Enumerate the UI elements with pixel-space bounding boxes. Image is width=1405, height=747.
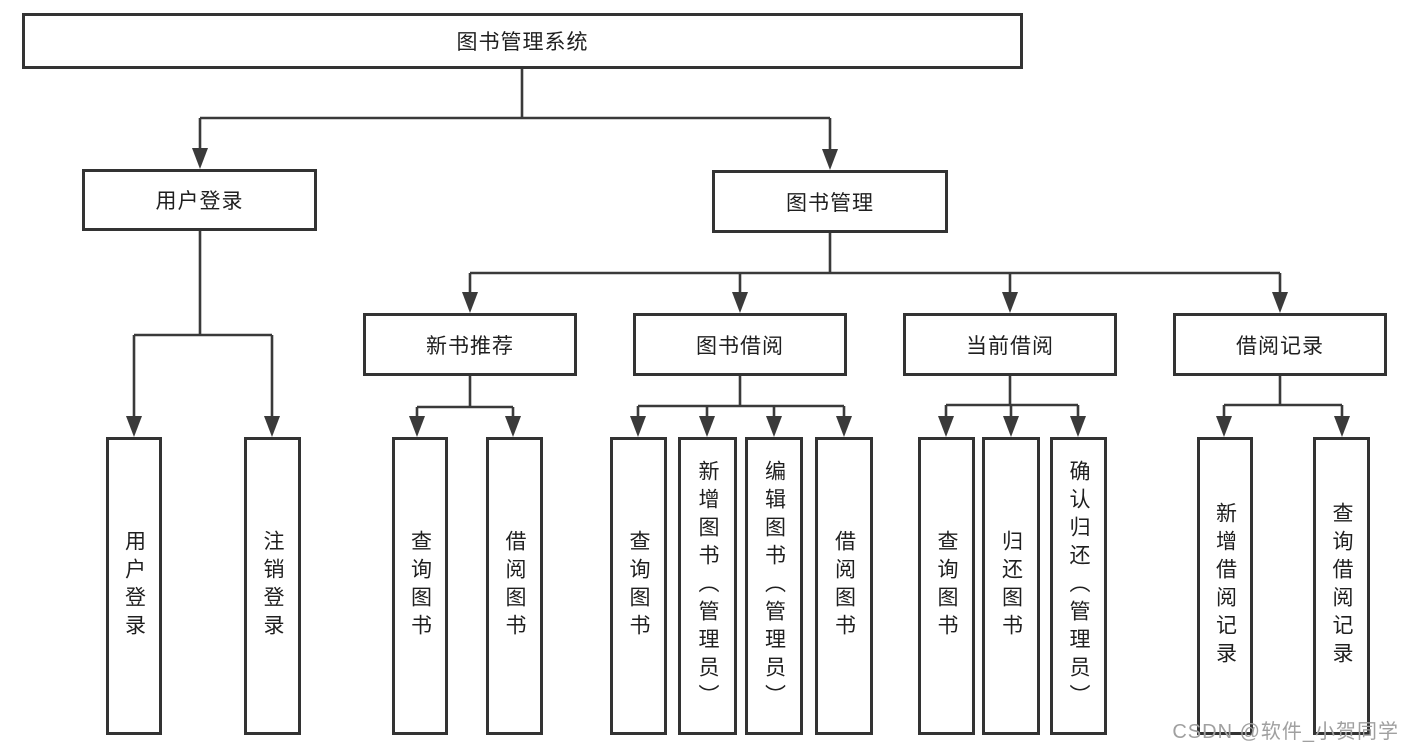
node-root-label: 图书管理系统 — [456, 31, 589, 54]
node-leaf-confirm-return-admin-label: 确认归还（管理员） — [1067, 460, 1090, 712]
node-leaf-edit-books-admin-label: 编辑图书（管理员） — [762, 460, 786, 712]
node-user-login-label: 用户登录 — [155, 190, 244, 213]
node-leaf-query-books-current: 查询图书 — [918, 437, 975, 735]
node-leaf-query-books-recommend: 查询图书 — [392, 437, 448, 735]
node-leaf-query-books-recommend-label: 查询图书 — [408, 530, 432, 642]
node-leaf-confirm-return-admin: 确认归还（管理员） — [1050, 437, 1107, 735]
node-leaf-borrow-books: 借阅图书 — [815, 437, 873, 735]
node-current-borrow: 当前借阅 — [903, 313, 1117, 376]
node-leaf-return-books: 归还图书 — [982, 437, 1040, 735]
node-leaf-add-books-admin: 新增图书（管理员） — [678, 437, 737, 735]
node-leaf-user-login-label: 用户登录 — [122, 530, 146, 642]
node-borrow-records-label: 借阅记录 — [1236, 334, 1324, 358]
node-leaf-add-borrow-record: 新增借阅记录 — [1197, 437, 1253, 735]
node-leaf-query-books-borrow-label: 查询图书 — [627, 530, 650, 642]
node-book-management: 图书管理 — [712, 170, 948, 233]
node-leaf-query-books-current-label: 查询图书 — [935, 530, 958, 642]
node-leaf-borrow-books-recommend: 借阅图书 — [486, 437, 543, 735]
node-leaf-return-books-label: 归还图书 — [999, 530, 1023, 642]
node-leaf-user-login: 用户登录 — [106, 437, 162, 735]
node-book-management-label: 图书管理 — [786, 191, 874, 215]
node-leaf-logout: 注销登录 — [244, 437, 301, 735]
csdn-watermark: CSDN @软件_小贺同学 — [1172, 721, 1399, 743]
node-current-borrow-label: 当前借阅 — [966, 334, 1054, 358]
node-book-borrow-label: 图书借阅 — [696, 334, 784, 358]
node-leaf-logout-label: 注销登录 — [261, 530, 284, 642]
node-book-borrow: 图书借阅 — [633, 313, 847, 376]
arrowheads — [126, 148, 1350, 437]
node-borrow-records: 借阅记录 — [1173, 313, 1387, 376]
node-leaf-query-borrow-record-label: 查询借阅记录 — [1330, 502, 1353, 670]
node-leaf-query-books-borrow: 查询图书 — [610, 437, 667, 735]
node-leaf-borrow-books-recommend-label: 借阅图书 — [503, 530, 526, 642]
node-user-login: 用户登录 — [82, 169, 317, 231]
node-leaf-edit-books-admin: 编辑图书（管理员） — [745, 437, 803, 735]
node-new-book-recommend-label: 新书推荐 — [426, 334, 514, 358]
node-leaf-query-borrow-record: 查询借阅记录 — [1313, 437, 1370, 735]
node-leaf-add-borrow-record-label: 新增借阅记录 — [1213, 502, 1237, 670]
node-leaf-add-books-admin-label: 新增图书（管理员） — [696, 460, 719, 712]
node-new-book-recommend: 新书推荐 — [363, 313, 577, 376]
node-root-library-system: 图书管理系统 — [22, 13, 1023, 69]
node-leaf-borrow-books-label: 借阅图书 — [832, 530, 856, 642]
